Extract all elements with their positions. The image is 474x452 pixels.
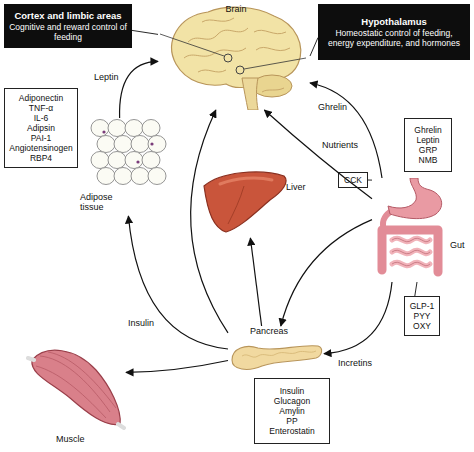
signal-arrow (324, 282, 392, 354)
signal-label: Incretins (338, 358, 372, 368)
signal-label: Ghrelin (318, 102, 347, 112)
leader-line (132, 30, 158, 34)
signal-arrow (250, 238, 261, 326)
region-box: HypothalamusHomeostatic control of feedi… (318, 4, 470, 60)
region-description: Cognitive and reward control of feeding (8, 22, 128, 42)
hormone-name: Amylin (257, 406, 327, 416)
hormone-list-box: AdiponectinTNF-αIL-6AdipsinPAI-1Angioten… (4, 88, 78, 168)
gut-organ: Gut (372, 178, 472, 282)
adipose-organ: Adipose tissue (80, 118, 168, 216)
brain-organ: Brain (158, 2, 310, 110)
hormone-list-box: GhrelinLeptinGRPNMB (404, 118, 452, 172)
hormone-name: PAI-1 (7, 133, 75, 143)
organ-label: Pancreas (244, 326, 294, 336)
hormone-list-box: InsulinGlucagonAmylinPPEnterostatin (254, 378, 330, 444)
hormone-name: Angiotensinogen (7, 143, 75, 153)
liver-organ: Liver (200, 166, 312, 238)
adipose-illustration (90, 118, 168, 190)
pancreas-illustration (228, 338, 324, 372)
organ-label: Liver (286, 182, 312, 192)
signal-arrow (126, 361, 228, 373)
signal-arrow (264, 110, 372, 199)
leader-line (415, 282, 417, 296)
hormone-name: Adiponectin (7, 93, 75, 103)
gut-illustration (372, 178, 448, 278)
signal-arrow (191, 110, 228, 333)
organ-label: Adipose tissue (80, 192, 122, 212)
region-box: Cortex and limbic areasCognitive and rew… (4, 4, 132, 48)
brain-illustration (158, 2, 310, 110)
hormone-name: GRP (407, 145, 449, 155)
hormone-name: TNF-α (7, 103, 75, 113)
organ-label: Brain (216, 4, 256, 14)
hormone-name: NMB (407, 155, 449, 165)
region-title: Cortex and limbic areas (8, 10, 128, 22)
signal-arrow (281, 220, 372, 326)
muscle-illustration (26, 340, 126, 430)
hormone-name: CCK (341, 175, 365, 185)
muscle-organ: Muscle (26, 340, 126, 448)
liver-illustration (200, 166, 288, 236)
hormone-name: GLP-1 (407, 301, 437, 311)
hormone-list-box: CCK (338, 172, 368, 188)
hormone-name: Ghrelin (407, 125, 449, 135)
signal-label: Insulin (128, 318, 154, 328)
organ-label: Muscle (56, 434, 96, 444)
signal-arrow (128, 216, 228, 349)
hormone-name: IL-6 (7, 113, 75, 123)
hormone-name: Glucagon (257, 396, 327, 406)
signal-arrow (120, 61, 158, 118)
hormone-name: RBP4 (7, 153, 75, 163)
hormone-name: Adipsin (7, 123, 75, 133)
hormone-list-box: GLP-1PYYOXY (404, 296, 440, 336)
region-description: Homeostatic control of feeding, energy e… (322, 28, 466, 48)
leader-line (310, 38, 318, 56)
signal-label: Leptin (94, 72, 119, 82)
hormone-name: OXY (407, 321, 437, 331)
pancreas-organ: Pancreas (228, 326, 324, 372)
signal-arrow (310, 83, 382, 178)
signal-label: Nutrients (322, 140, 358, 150)
organ-label: Gut (450, 240, 472, 250)
region-title: Hypothalamus (322, 16, 466, 28)
hormone-name: Insulin (257, 386, 327, 396)
hormone-name: PP (257, 416, 327, 426)
leader-line (368, 180, 372, 181)
hormone-name: Leptin (407, 135, 449, 145)
hormone-name: Enterostatin (257, 426, 327, 436)
hormone-name: PYY (407, 311, 437, 321)
